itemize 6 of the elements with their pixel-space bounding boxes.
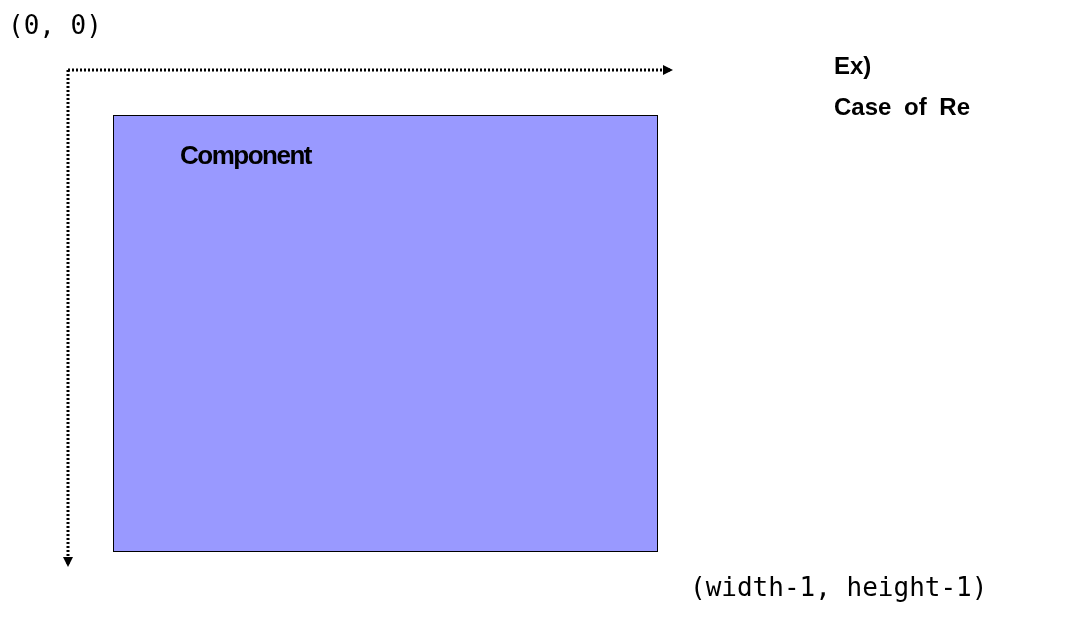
end-coordinate: (width-1, height-1) bbox=[690, 572, 988, 602]
example-text: Case of Re bbox=[834, 93, 971, 121]
origin-coordinate: (0, 0) bbox=[8, 10, 102, 40]
example-heading: Ex) bbox=[834, 52, 872, 80]
component-label: Component bbox=[180, 140, 311, 171]
component-box bbox=[113, 115, 658, 552]
